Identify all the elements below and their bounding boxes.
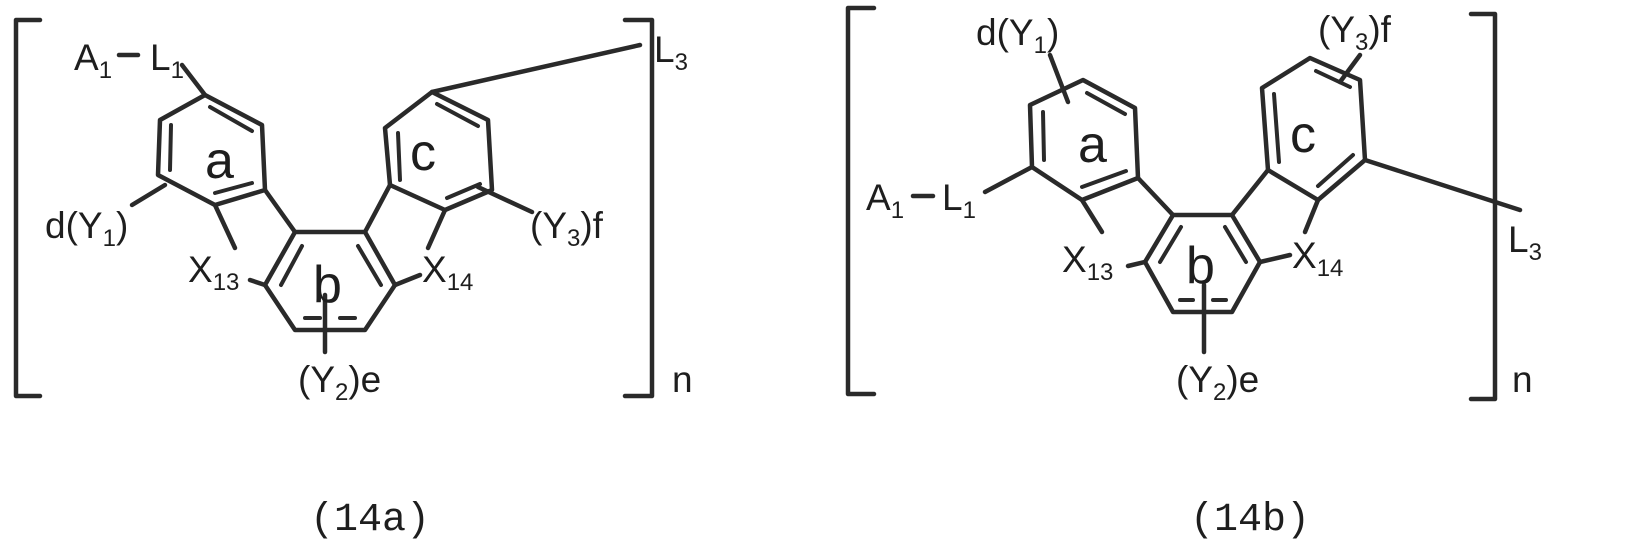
label-a1-l1: A1L1 [866, 177, 976, 224]
label-x13: X13 [188, 249, 239, 296]
label-d-y1: d(Y1) [45, 205, 128, 252]
caption-14b: (14b) [1190, 498, 1310, 543]
label-y2-e: (Y2)e [298, 359, 381, 406]
label-y2-e: (Y2)e [1176, 359, 1259, 406]
ring-c-label: c [1290, 106, 1316, 164]
ring-b-label: b [313, 256, 342, 314]
label-d-y1: d(Y1) [976, 12, 1059, 59]
label-x14: X14 [1292, 235, 1343, 282]
label-l3: L3 [1508, 219, 1542, 266]
repeat-index-n: n [1512, 359, 1533, 400]
ring-c-label: c [410, 124, 436, 182]
label-l3: L3 [654, 29, 688, 76]
label-y3-f: (Y3)f [1318, 9, 1392, 56]
ring-a-label: a [1078, 116, 1107, 174]
ring-c [385, 92, 492, 210]
label-y3-f: (Y3)f [530, 205, 604, 252]
right-bracket [625, 20, 652, 396]
caption-14a: (14a) [310, 498, 430, 543]
structure-14a: a b c A1L1 L3 d(Y1) (Y3)f X13 X14 (Y2)e … [16, 20, 693, 543]
right-bracket [1471, 14, 1495, 399]
label-x14: X14 [422, 249, 473, 296]
repeat-index-n: n [672, 359, 693, 400]
ring-a-label: a [205, 132, 234, 190]
ring-b-label: b [1186, 237, 1215, 295]
label-x13: X13 [1062, 239, 1113, 286]
bonds-14b [913, 55, 1520, 352]
label-a1-l1: A1L1 [74, 37, 184, 84]
structure-14b: a b c d(Y1) (Y3)f A1L1 L3 X13 X14 (Y2)e … [848, 8, 1542, 543]
left-bracket [16, 20, 40, 396]
